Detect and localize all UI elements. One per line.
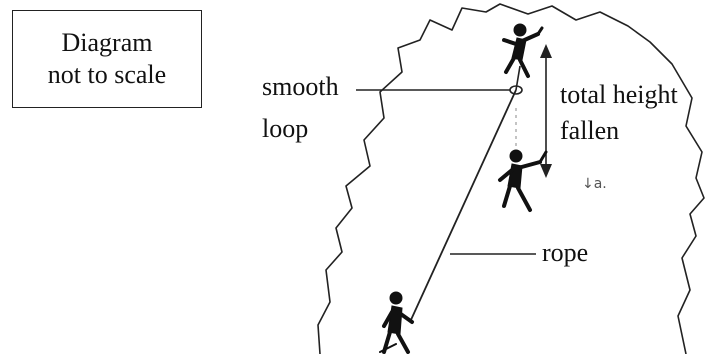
smooth-label: smooth [262,72,339,101]
acceleration-mark: ↓a. [582,176,607,192]
note-line-1: Diagram [61,28,153,57]
note-box: Diagram not to scale [12,10,202,108]
climber-fallen-icon [498,149,548,212]
climber-top-icon [502,23,544,78]
rope-line [409,89,517,323]
total-height-label: total height [560,80,678,109]
note-line-2: not to scale [47,60,167,89]
loop-label: loop [262,114,309,143]
cliff-outline [317,3,705,354]
belayer-icon [379,291,414,354]
rope-label: rope [542,238,589,267]
fallen-label: fallen [560,116,620,145]
